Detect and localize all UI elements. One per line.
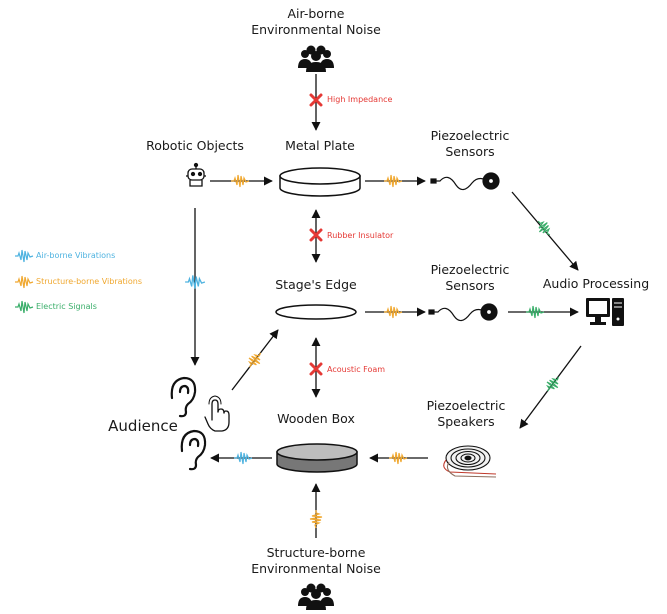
piezo-speakers-label: Piezoelectric Speakers [426, 398, 506, 429]
piezo-sensors-1-label: Piezoelectric Sensors [430, 128, 510, 159]
touch-hand-icon [204, 395, 230, 432]
rubber-insulator-label: Rubber Insulator [327, 231, 394, 240]
structure-noise-label: Structure-borne Environmental Noise [251, 545, 381, 576]
piezo-sensors-2-label: Piezoelectric Sensors [430, 262, 510, 293]
stage-edge-label: Stage's Edge [275, 277, 357, 292]
robot-icon [186, 162, 206, 187]
arrows [190, 74, 582, 538]
audio-processing-label: Audio Processing [542, 276, 650, 291]
legend-airborne-wave [14, 249, 34, 263]
legend-structure: Structure-borne Vibrations [36, 277, 143, 286]
piezo-speaker-icon [443, 445, 497, 478]
metal-plate-label: Metal Plate [285, 138, 355, 153]
stage-edge-ring [275, 304, 357, 320]
crowd-icon [298, 583, 334, 610]
wooden-box-label: Wooden Box [277, 411, 355, 426]
piezo-sensor-icon [428, 303, 498, 322]
crowd-icon [298, 45, 334, 72]
waves [184, 174, 564, 529]
metal-plate-disc [279, 167, 361, 197]
structure-wave [244, 348, 266, 372]
legend-structure-wave [14, 275, 34, 289]
ear-icon [170, 376, 197, 418]
legend-electric: Electric Signals [36, 302, 97, 311]
robotic-objects-label: Robotic Objects [146, 138, 244, 153]
ear-icon [180, 429, 207, 471]
acoustic-foam-label: Acoustic Foam [327, 365, 386, 374]
legend-electric-wave [14, 300, 34, 314]
electric-wave [542, 372, 564, 396]
airborne-noise-label: Air-borne Environmental Noise [251, 6, 381, 37]
wooden-box-disc [276, 443, 358, 473]
legend-airborne: Air-borne Vibrations [36, 251, 116, 260]
audience-label: Audience [108, 417, 178, 435]
high-impedance-label: High Impedance [327, 95, 393, 104]
computer-icon [586, 298, 624, 326]
piezo-sensor-icon [430, 172, 500, 191]
